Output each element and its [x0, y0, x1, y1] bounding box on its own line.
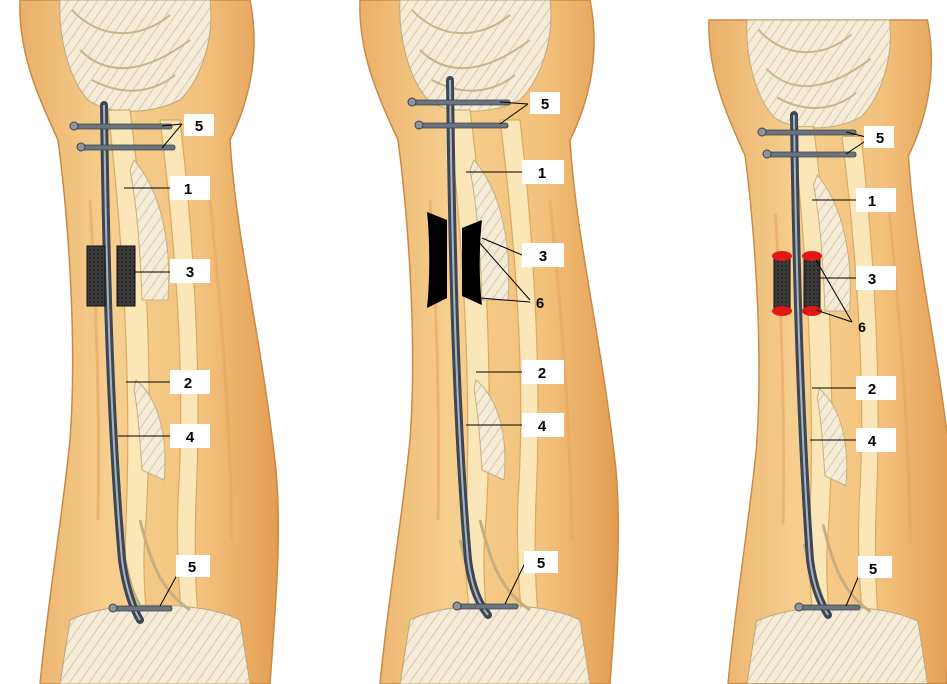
svg-text:2: 2	[184, 375, 192, 392]
label-5-top: 5	[530, 92, 560, 114]
label-3: 3	[856, 266, 896, 290]
panel-middle: 5 1 3 6 2 4 5	[360, 0, 618, 684]
label-5-bottom: 5	[524, 551, 558, 573]
svg-text:5: 5	[188, 559, 196, 576]
label-6: 6	[527, 292, 551, 314]
spacer-black-right	[462, 220, 482, 305]
forearm-illustration	[709, 20, 947, 683]
label-1: 1	[856, 188, 896, 212]
svg-text:4: 4	[868, 433, 877, 450]
label-2: 2	[522, 360, 564, 384]
svg-text:3: 3	[868, 271, 876, 288]
label-3: 3	[522, 243, 564, 267]
implant-block-right	[117, 246, 135, 306]
svg-text:2: 2	[868, 381, 876, 398]
label-5-bottom: 5	[176, 555, 210, 577]
svg-text:5: 5	[541, 96, 549, 113]
label-5-bottom: 5	[858, 556, 892, 578]
label-1: 1	[170, 176, 210, 200]
svg-text:6: 6	[858, 319, 866, 335]
svg-text:5: 5	[876, 130, 884, 147]
implant-block-left	[87, 246, 105, 306]
label-5-top: 5	[864, 126, 894, 148]
label-4: 4	[522, 413, 564, 437]
svg-text:4: 4	[186, 429, 195, 446]
forearm-illustration	[20, 0, 278, 684]
label-3: 3	[170, 259, 210, 283]
svg-text:3: 3	[539, 248, 547, 265]
label-1: 1	[522, 160, 564, 184]
label-6: 6	[858, 319, 866, 335]
label-4: 4	[856, 428, 896, 452]
svg-text:3: 3	[186, 264, 194, 281]
implant-block-left	[774, 254, 790, 312]
svg-text:5: 5	[869, 561, 877, 578]
svg-text:1: 1	[538, 165, 546, 182]
label-2: 2	[170, 370, 210, 394]
label-5-top: 5	[184, 114, 214, 136]
svg-text:2: 2	[538, 365, 546, 382]
svg-text:1: 1	[868, 193, 876, 210]
svg-text:4: 4	[538, 418, 547, 435]
svg-text:1: 1	[184, 181, 192, 198]
svg-text:5: 5	[537, 555, 545, 572]
label-4: 4	[170, 424, 210, 448]
svg-text:5: 5	[195, 118, 203, 135]
label-2: 2	[856, 376, 896, 400]
panel-left: 5 1 3 2 4 5	[20, 0, 278, 684]
spacer-black-left	[427, 212, 447, 308]
svg-text:6: 6	[536, 295, 544, 312]
panel-right: 5 1 3 6 2 4 5	[709, 20, 947, 683]
